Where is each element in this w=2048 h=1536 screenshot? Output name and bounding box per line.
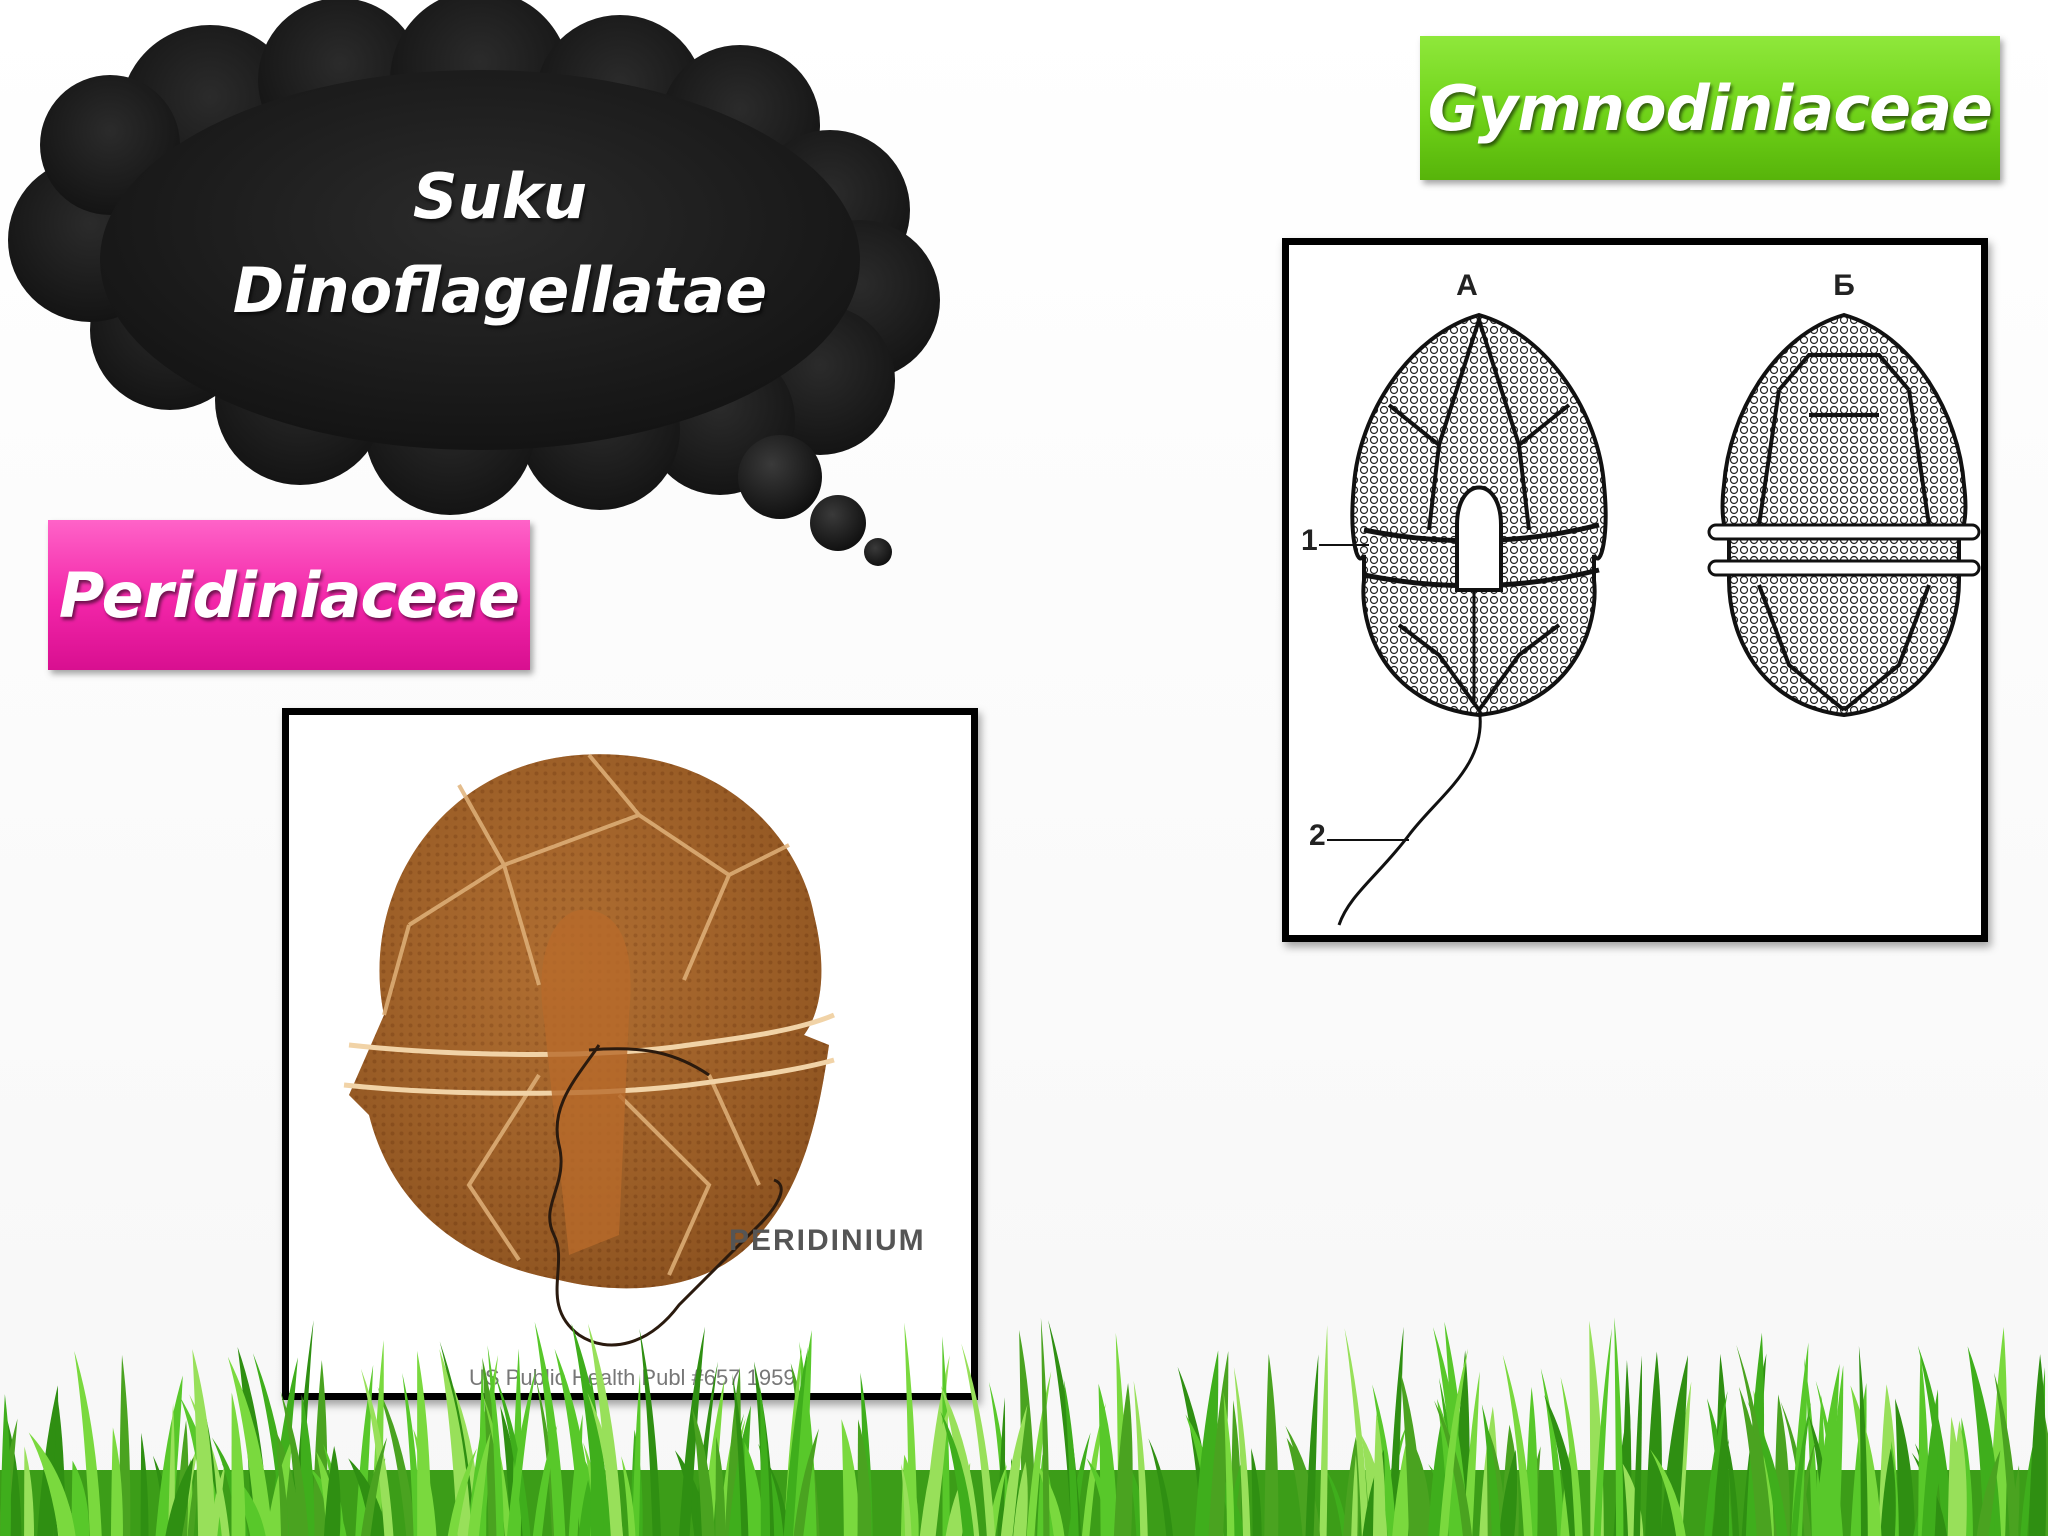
grass-blade — [1114, 1383, 1133, 1536]
grass-blade — [0, 1394, 11, 1536]
grass-blade — [1099, 1384, 1118, 1536]
grass-blade — [1645, 1351, 1662, 1536]
grass-blade — [1264, 1354, 1278, 1536]
grass-blade — [1320, 1325, 1328, 1536]
